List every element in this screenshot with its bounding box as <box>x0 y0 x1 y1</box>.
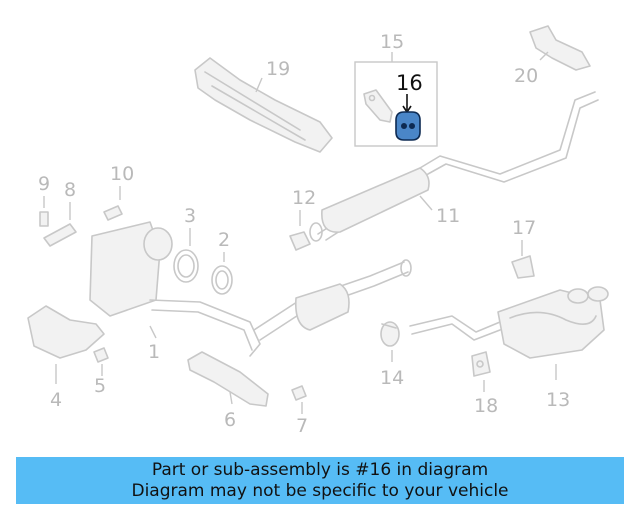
part-17-bracket[interactable] <box>511 255 535 279</box>
part-1-front-pipe-catalyst[interactable] <box>89 221 261 357</box>
part-9-bolt[interactable] <box>39 211 49 227</box>
callout-8: 8 <box>64 179 76 201</box>
callout-1: 1 <box>148 341 160 363</box>
banner-line-1: Part or sub-assembly is #16 in diagram <box>151 459 489 480</box>
callout-7: 7 <box>296 415 308 437</box>
part-14-clamp[interactable] <box>380 321 400 347</box>
callout-19: 19 <box>266 58 290 80</box>
callout-16: 16 <box>396 71 423 95</box>
callout-18: 18 <box>474 395 498 417</box>
part-6-heat-shield[interactable] <box>187 351 269 407</box>
callout-11: 11 <box>436 205 460 227</box>
callout-14: 14 <box>380 367 404 389</box>
part-7-bolt[interactable] <box>291 385 307 401</box>
exhaust-parts-diagram: 19 20 15 16 11 12 10 9 8 <box>27 25 609 437</box>
part-12-clamp[interactable] <box>289 231 311 251</box>
callout-20: 20 <box>514 65 538 87</box>
part-20-bracket[interactable] <box>529 25 591 71</box>
callout-12: 12 <box>292 187 316 209</box>
callout-15: 15 <box>380 31 404 53</box>
part-center-pipe[interactable] <box>253 259 412 341</box>
part-19-heat-shield[interactable] <box>194 57 333 153</box>
part-3-gasket[interactable] <box>173 249 199 283</box>
part-18-rubber-hanger[interactable] <box>471 351 491 377</box>
part-8-bracket[interactable] <box>43 223 77 247</box>
part-5-bolt[interactable] <box>93 347 109 363</box>
part-2-gasket[interactable] <box>211 265 233 295</box>
callout-6: 6 <box>224 409 236 431</box>
part-15-hanger-kit-box <box>354 61 438 147</box>
part-13-rear-muffler[interactable] <box>409 286 609 359</box>
part-4-heat-shield[interactable] <box>27 305 105 359</box>
callout-3: 3 <box>184 205 196 227</box>
banner-line-2: Diagram may not be specific to your vehi… <box>131 480 509 501</box>
part-10-bolt[interactable] <box>103 205 123 221</box>
callout-10: 10 <box>110 163 134 185</box>
info-banner: Part or sub-assembly is #16 in diagram D… <box>16 457 624 504</box>
callout-9: 9 <box>38 173 50 195</box>
callout-13: 13 <box>546 389 570 411</box>
part-16-rubber-hanger[interactable] <box>395 111 421 141</box>
callout-2: 2 <box>218 229 230 251</box>
callout-4: 4 <box>50 389 62 411</box>
part-15-bracket[interactable] <box>363 89 393 123</box>
part-11-intermediate-pipe[interactable] <box>309 91 599 242</box>
callout-17: 17 <box>512 217 536 239</box>
callout-5: 5 <box>94 375 106 397</box>
